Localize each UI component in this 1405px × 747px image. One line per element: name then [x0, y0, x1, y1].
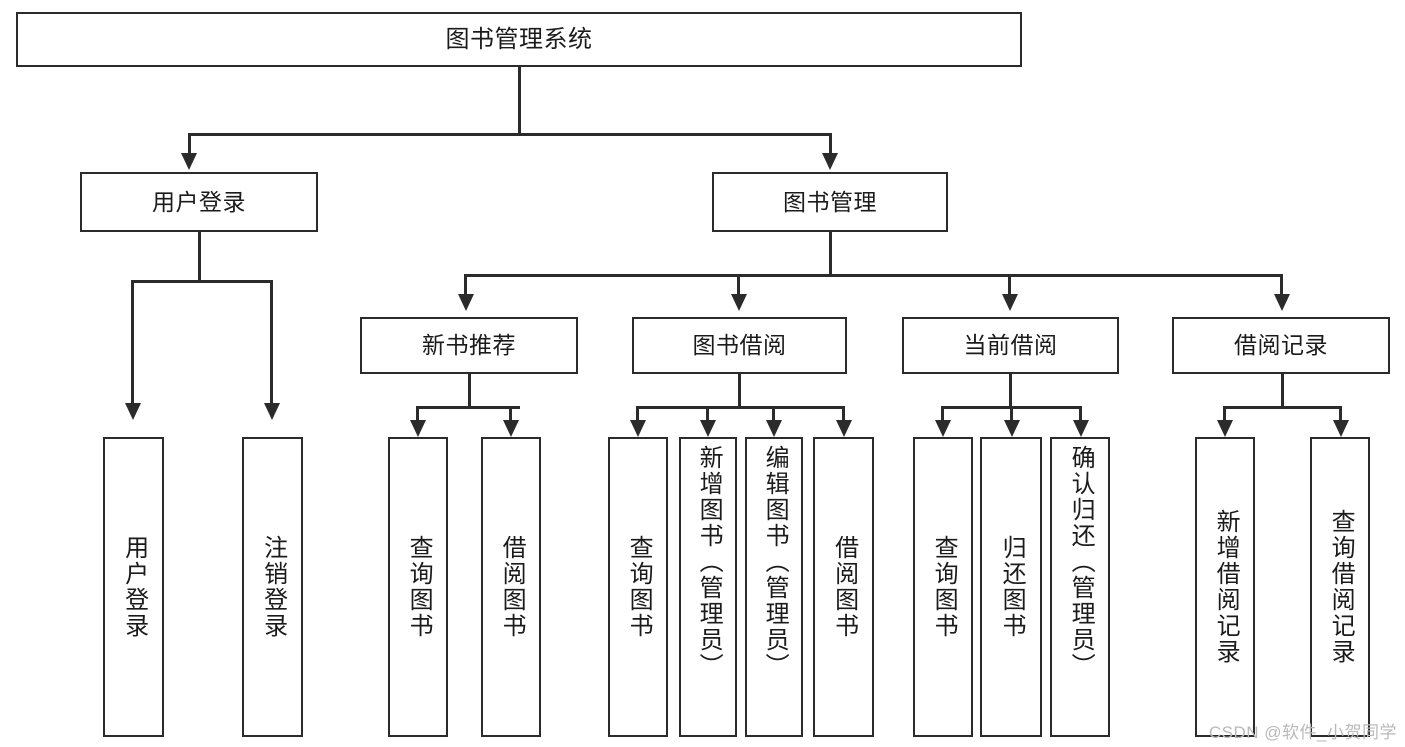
connector-to-leaf-query-book-1 — [416, 406, 419, 422]
connector-to-leaf-query-record — [1339, 406, 1342, 422]
connector-root-bus — [189, 133, 832, 136]
node-leaf-confirm-return[interactable]: 确认归还（管理员） — [1050, 437, 1110, 737]
connector-user-login-stem — [198, 232, 201, 282]
node-leaf-logout-label: 注销登录 — [259, 535, 287, 639]
arrowhead-leaf-add-record — [1217, 420, 1233, 437]
connector-to-leaf-add-record — [1223, 406, 1226, 422]
arrowhead-leaf-return-book — [1004, 420, 1020, 437]
connector-current-borrow-stem — [1009, 374, 1012, 408]
node-leaf-query-book-2[interactable]: 查询图书 — [608, 437, 668, 737]
node-leaf-borrow-book-1-label: 借阅图书 — [498, 535, 526, 639]
arrowhead-leaf-borrow-book-2 — [836, 420, 852, 437]
arrowhead-current-borrow — [1002, 294, 1018, 311]
node-book-manage-label: 图书管理 — [783, 188, 877, 215]
node-leaf-confirm-return-label: 确认归还（管理员） — [1067, 445, 1095, 679]
connector-new-book-rec-stem — [468, 374, 471, 408]
connector-book-borrow-bus — [637, 406, 844, 409]
connector-to-leaf-edit-book — [772, 406, 775, 422]
node-leaf-logout[interactable]: 注销登录 — [242, 437, 303, 737]
connector-borrow-record-stem — [1281, 374, 1284, 408]
node-current-borrow[interactable]: 当前借阅 — [902, 317, 1119, 374]
arrowhead-leaf-query-book-2 — [630, 420, 646, 437]
arrowhead-leaf-add-book — [700, 420, 716, 437]
node-leaf-borrow-book-2[interactable]: 借阅图书 — [813, 437, 874, 737]
node-leaf-add-book-label: 新增图书（管理员） — [695, 445, 723, 679]
arrowhead-leaf-borrow-book-1 — [503, 420, 519, 437]
connector-to-leaf-query-book-2 — [636, 406, 639, 422]
connector-book-manage-stem — [829, 232, 832, 276]
connector-user-login-bus — [132, 280, 272, 283]
arrowhead-leaf-user-login — [125, 403, 141, 420]
connector-to-leaf-add-book — [706, 406, 709, 422]
connector-book-borrow-stem — [738, 374, 741, 408]
connector-root-stem — [518, 67, 521, 135]
node-book-borrow[interactable]: 图书借阅 — [632, 317, 847, 374]
connector-root-to-user-login — [188, 133, 191, 155]
arrowhead-leaf-query-record — [1333, 420, 1349, 437]
node-new-book-rec[interactable]: 新书推荐 — [360, 317, 578, 374]
node-book-borrow-label: 图书借阅 — [692, 332, 787, 359]
node-borrow-record-label: 借阅记录 — [1234, 332, 1328, 359]
node-borrow-record[interactable]: 借阅记录 — [1172, 317, 1390, 374]
connector-to-leaf-confirm-return — [1079, 406, 1082, 422]
arrowhead-user-login — [181, 153, 197, 170]
connector-to-borrow-record — [1280, 274, 1283, 296]
connector-to-leaf-query-book-3 — [941, 406, 944, 422]
node-leaf-add-book[interactable]: 新增图书（管理员） — [679, 437, 737, 737]
arrowhead-leaf-edit-book — [766, 420, 782, 437]
connector-new-book-rec-bus — [417, 406, 520, 409]
connector-to-leaf-user-login — [131, 280, 134, 405]
connector-to-new-book-rec — [464, 274, 467, 296]
connector-to-leaf-borrow-book-1 — [509, 406, 512, 422]
node-leaf-query-book-3[interactable]: 查询图书 — [913, 437, 973, 737]
connector-to-leaf-borrow-book-2 — [842, 406, 845, 422]
arrowhead-leaf-query-book-1 — [410, 420, 426, 437]
node-book-manage[interactable]: 图书管理 — [712, 172, 948, 232]
node-user-login[interactable]: 用户登录 — [80, 172, 318, 232]
watermark-text: CSDN @软件_小贺同学 — [1208, 723, 1397, 742]
connector-to-current-borrow — [1008, 274, 1011, 296]
node-leaf-query-record-label: 查询借阅记录 — [1327, 509, 1355, 665]
node-leaf-return-book-label: 归还图书 — [998, 535, 1026, 639]
node-leaf-edit-book-label: 编辑图书（管理员） — [761, 445, 789, 679]
node-leaf-borrow-book-1[interactable]: 借阅图书 — [481, 437, 541, 737]
node-leaf-user-login[interactable]: 用户登录 — [103, 437, 164, 737]
arrowhead-new-book-rec — [458, 294, 474, 311]
connector-root-to-book-manage — [829, 133, 832, 155]
node-leaf-query-book-2-label: 查询图书 — [625, 535, 653, 639]
node-current-borrow-label: 当前借阅 — [963, 332, 1058, 359]
arrowhead-leaf-confirm-return — [1073, 420, 1089, 437]
node-leaf-add-record[interactable]: 新增借阅记录 — [1195, 437, 1255, 737]
node-leaf-query-book-3-label: 查询图书 — [930, 535, 958, 639]
arrowhead-book-manage — [822, 153, 838, 170]
node-leaf-add-record-label: 新增借阅记录 — [1212, 509, 1240, 665]
arrowhead-leaf-logout — [264, 403, 280, 420]
node-leaf-query-book-1[interactable]: 查询图书 — [388, 437, 448, 737]
node-user-login-label: 用户登录 — [152, 188, 246, 215]
node-leaf-return-book[interactable]: 归还图书 — [980, 437, 1042, 737]
arrowhead-book-borrow — [731, 294, 747, 311]
connector-book-manage-bus — [465, 274, 1282, 277]
node-leaf-edit-book[interactable]: 编辑图书（管理员） — [745, 437, 803, 737]
connector-to-leaf-logout — [270, 280, 273, 405]
connector-borrow-record-bus — [1224, 406, 1341, 409]
connector-to-book-borrow — [737, 274, 740, 296]
node-leaf-query-book-1-label: 查询图书 — [405, 535, 433, 639]
node-root[interactable]: 图书管理系统 — [16, 12, 1022, 67]
arrowhead-leaf-query-book-3 — [935, 420, 951, 437]
arrowhead-borrow-record — [1274, 294, 1290, 311]
connector-to-leaf-return-book — [1010, 406, 1013, 422]
node-new-book-rec-label: 新书推荐 — [422, 332, 516, 359]
node-root-label: 图书管理系统 — [445, 25, 593, 53]
node-leaf-borrow-book-2-label: 借阅图书 — [830, 535, 858, 639]
node-leaf-query-record[interactable]: 查询借阅记录 — [1310, 437, 1370, 737]
node-leaf-user-login-label: 用户登录 — [120, 535, 148, 639]
